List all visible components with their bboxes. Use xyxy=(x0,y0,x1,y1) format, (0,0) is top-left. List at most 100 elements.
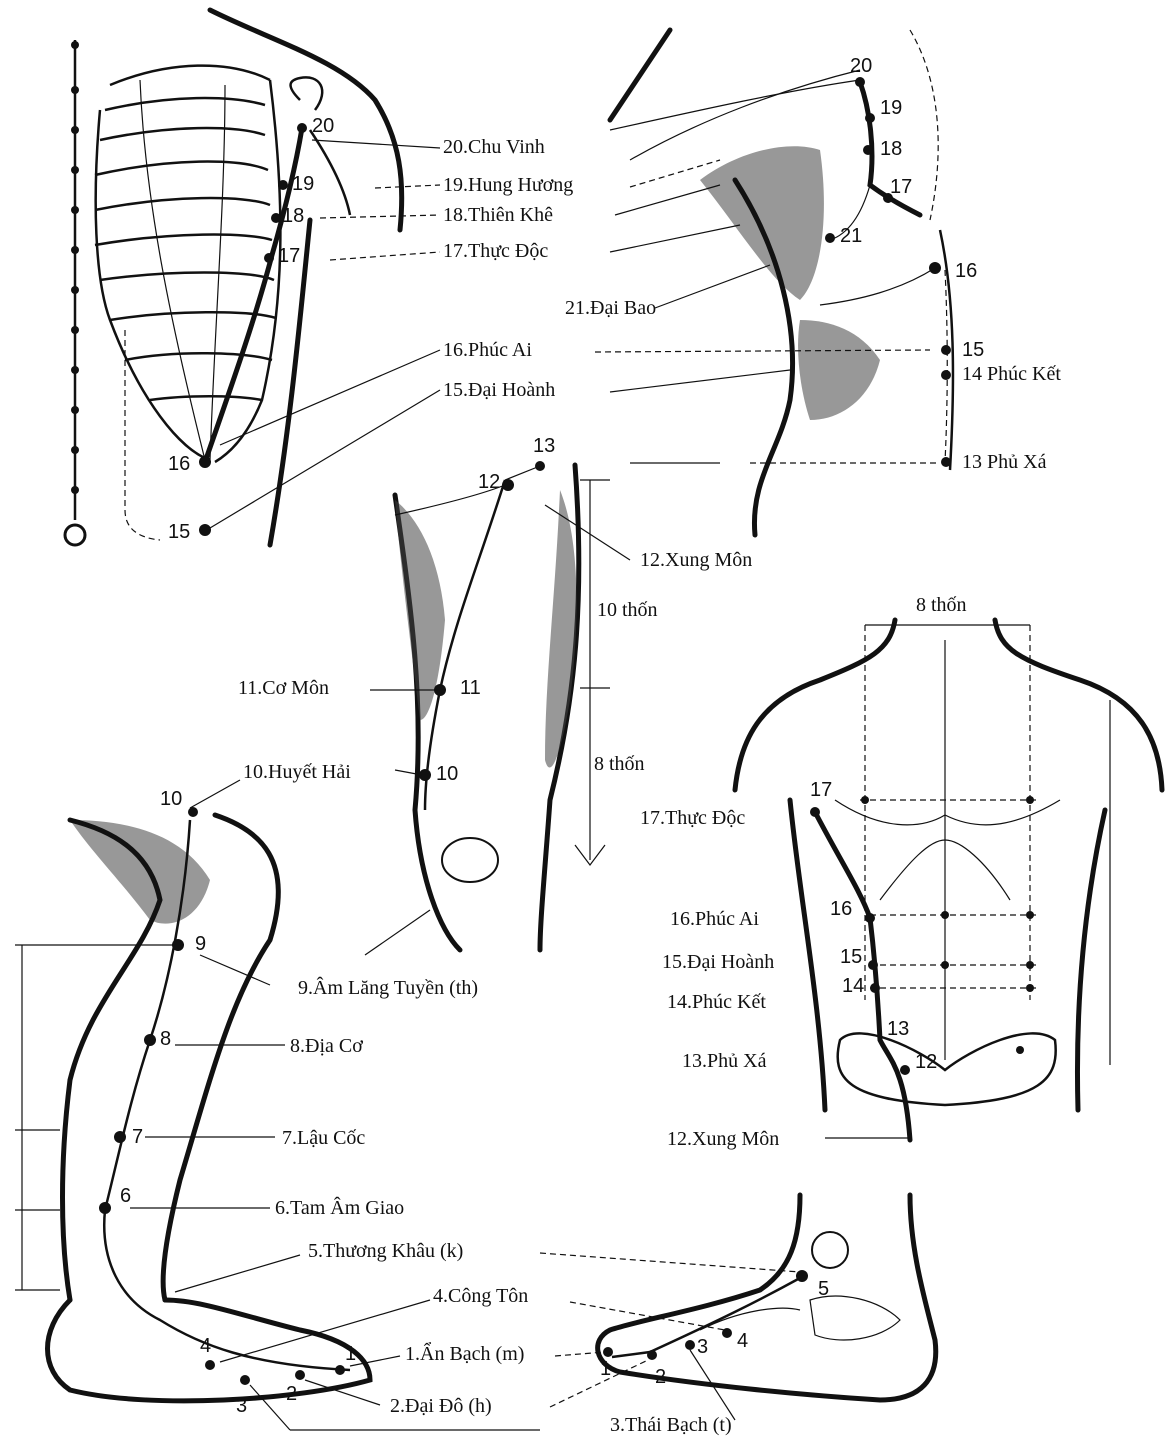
point-2 xyxy=(295,1370,305,1380)
arm-line xyxy=(310,130,350,215)
point-19 xyxy=(278,180,288,190)
point-17 xyxy=(810,807,820,817)
panel-foot: 5 4 3 2 1 xyxy=(540,1195,936,1420)
label-dia-co: 8.Địa Cơ xyxy=(290,1035,363,1057)
point-12 xyxy=(900,1065,910,1075)
dotted-path xyxy=(125,330,160,540)
label-tam-am-giao: 6.Tam Âm Giao xyxy=(275,1196,404,1219)
marker-15: 15 xyxy=(962,339,984,361)
point-1 xyxy=(603,1347,613,1357)
label-phu-xa: 13 Phủ Xá xyxy=(962,451,1047,473)
point-16 xyxy=(865,913,875,923)
foot-outline-medial xyxy=(598,1195,936,1400)
label-chu-vinh: 20.Chu Vinh xyxy=(443,136,545,158)
label-dai-hoanh: 15.Đại Hoành xyxy=(662,951,774,973)
point-15 xyxy=(199,524,211,536)
point-16 xyxy=(929,262,941,274)
point-8 xyxy=(144,1034,156,1046)
malleolus xyxy=(812,1232,848,1268)
point-21 xyxy=(825,233,835,243)
marker-14: 14 xyxy=(842,975,864,997)
marker-4: 4 xyxy=(737,1330,748,1352)
label-huyet-hai: 10.Huyết Hải xyxy=(243,761,351,783)
shoulder-outline xyxy=(210,10,402,230)
point-16 xyxy=(199,456,211,468)
label-phuc-ai: 16.Phúc Ai xyxy=(670,908,759,930)
marker-10: 10 xyxy=(160,788,182,810)
arm-outline xyxy=(610,30,670,120)
marker-18: 18 xyxy=(880,138,902,160)
label-xung-mon: 12.Xung Môn xyxy=(667,1128,779,1150)
point-3 xyxy=(240,1375,250,1385)
arm-upper-line xyxy=(630,70,860,160)
marker-17: 17 xyxy=(810,779,832,801)
label-xung-mon: 12.Xung Môn xyxy=(640,549,752,571)
panel-leg: 10 9 8 7 6 4 1 2 3 8.Địa Cơ 7.Lậu Cốc 6.… xyxy=(15,780,732,1436)
point-10 xyxy=(188,807,198,817)
marker-4: 4 xyxy=(200,1335,211,1357)
point-4 xyxy=(205,1360,215,1370)
label-phuc-ai: 16.Phúc Ai xyxy=(443,339,532,361)
armpit-shading xyxy=(700,146,824,300)
point-6 xyxy=(99,1202,111,1214)
marker-10: 10 xyxy=(436,763,458,785)
label-thai-bach: 3.Thái Bạch (t) xyxy=(610,1414,732,1436)
label-cong-ton: 4.Công Tôn xyxy=(433,1285,528,1307)
marker-11: 11 xyxy=(460,677,481,699)
label-co-mon: 11.Cơ Môn xyxy=(238,677,329,699)
marker-19: 19 xyxy=(292,173,314,195)
marker-9: 9 xyxy=(195,933,206,955)
label-dai-do: 2.Đại Đô (h) xyxy=(390,1395,492,1417)
marker-3: 3 xyxy=(236,1395,247,1417)
marker-16: 16 xyxy=(168,453,190,475)
marker-12: 12 xyxy=(915,1051,937,1073)
marker-17: 17 xyxy=(890,176,912,198)
ribcage xyxy=(95,66,280,462)
marker-21: 21 xyxy=(840,225,862,247)
point-3 xyxy=(685,1340,695,1350)
label-thuc-doc: 17.Thực Độc xyxy=(640,807,745,829)
shoulder-left xyxy=(735,620,895,790)
marker-15: 15 xyxy=(840,946,862,968)
point-9 xyxy=(172,939,184,951)
marker-8: 8 xyxy=(160,1028,171,1050)
marker-1: 1 xyxy=(345,1343,356,1365)
label-thuong-khau: 5.Thương Khâu (k) xyxy=(308,1240,463,1262)
label-thuc-doc: 17.Thực Độc xyxy=(443,240,548,262)
label-hung-huong: 19.Hung Hương xyxy=(443,174,573,196)
marker-2: 2 xyxy=(655,1366,666,1388)
label-thien-khe: 18.Thiên Khê xyxy=(443,204,553,226)
marker-13: 13 xyxy=(887,1018,909,1040)
marker-20: 20 xyxy=(312,115,334,137)
marker-2: 2 xyxy=(286,1383,297,1405)
kneecap xyxy=(442,838,498,882)
panel-abdomen: 17 16 15 14 13 12 8 thốn 17.Thực Độc 16.… xyxy=(640,594,1162,1150)
torso-left xyxy=(790,800,825,1110)
torso-right xyxy=(1077,810,1105,1110)
marker-19: 19 xyxy=(880,97,902,119)
marker-18: 18 xyxy=(282,205,304,227)
point-13 xyxy=(941,457,951,467)
label-dai-hoanh: 15.Đại Hoành xyxy=(443,379,555,401)
label-phu-xa: 13.Phủ Xá xyxy=(682,1050,767,1072)
point-19 xyxy=(865,113,875,123)
marker-7: 7 xyxy=(132,1126,143,1148)
panel-chest-front: 20 19 18 17 16 15 20.Chu Vinh 19.Hung Hư… xyxy=(65,10,573,545)
point-18 xyxy=(271,213,281,223)
point-20 xyxy=(297,123,307,133)
point-17 xyxy=(264,253,274,263)
label-10-thon: 10 thốn xyxy=(597,599,658,621)
point-2 xyxy=(647,1350,657,1360)
point-15 xyxy=(868,960,878,970)
marker-16: 16 xyxy=(830,898,852,920)
point-5 xyxy=(796,1270,808,1282)
point-1 xyxy=(335,1365,345,1375)
label-phuc-ket: 14.Phúc Kết xyxy=(667,991,766,1013)
point-20 xyxy=(855,77,865,87)
pelvis xyxy=(838,1033,1056,1105)
marker-6: 6 xyxy=(120,1185,131,1207)
shoulder-right xyxy=(995,620,1162,790)
label-lau-coc: 7.Lậu Cốc xyxy=(282,1127,365,1149)
label-dai-bao: 21.Đại Bao xyxy=(565,297,656,319)
